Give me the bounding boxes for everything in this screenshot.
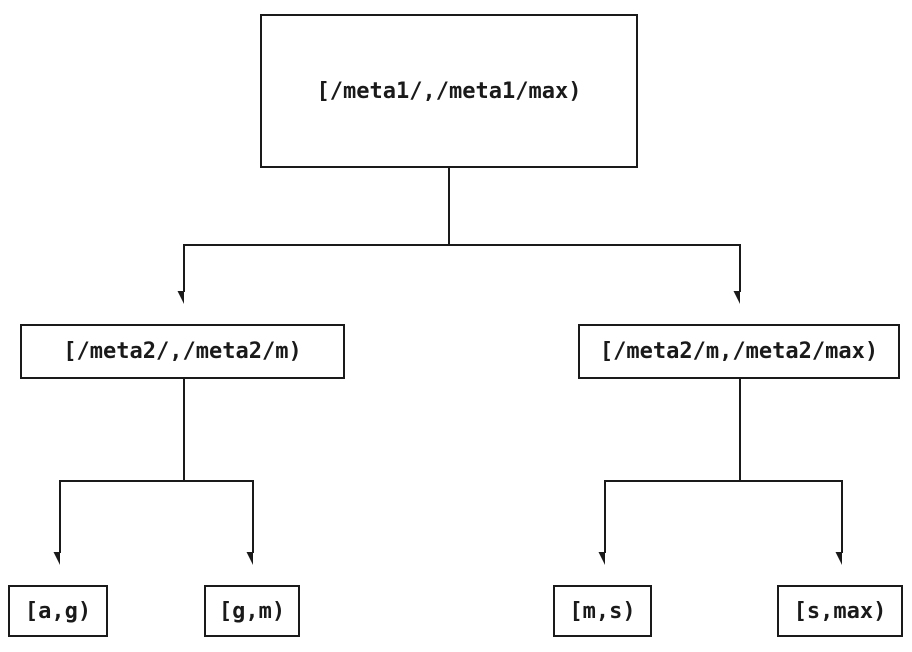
- node-left-child: [/meta2/,/meta2/m): [20, 324, 345, 379]
- node-root-label: [/meta1/,/meta1/max): [316, 78, 582, 104]
- node-leaf-m-s-label: [m,s): [569, 598, 636, 624]
- node-left-child-label: [/meta2/,/meta2/m): [63, 339, 302, 364]
- node-root: [/meta1/,/meta1/max): [260, 14, 638, 168]
- edge-right-child-to-leaf-s-max: [739, 379, 843, 553]
- node-leaf-a-g: [a,g): [8, 585, 108, 637]
- node-leaf-s-max: [s,max): [777, 585, 903, 637]
- node-leaf-m-s: [m,s): [553, 585, 652, 637]
- edge-root-to-right-child: [448, 168, 741, 292]
- node-right-child: [/meta2/m,/meta2/max): [578, 324, 900, 379]
- node-leaf-a-g-label: [a,g): [24, 598, 92, 624]
- node-right-child-label: [/meta2/m,/meta2/max): [599, 339, 879, 364]
- node-leaf-g-m: [g,m): [204, 585, 300, 637]
- edge-left-child-to-leaf-g-m: [183, 379, 254, 553]
- node-leaf-g-m-label: [g,m): [218, 598, 286, 624]
- edge-left-child-to-leaf-a-g: [60, 379, 185, 553]
- node-leaf-s-max-label: [s,max): [793, 598, 887, 624]
- edge-root-to-left-child: [184, 168, 450, 292]
- edge-right-child-to-leaf-m-s: [605, 379, 741, 553]
